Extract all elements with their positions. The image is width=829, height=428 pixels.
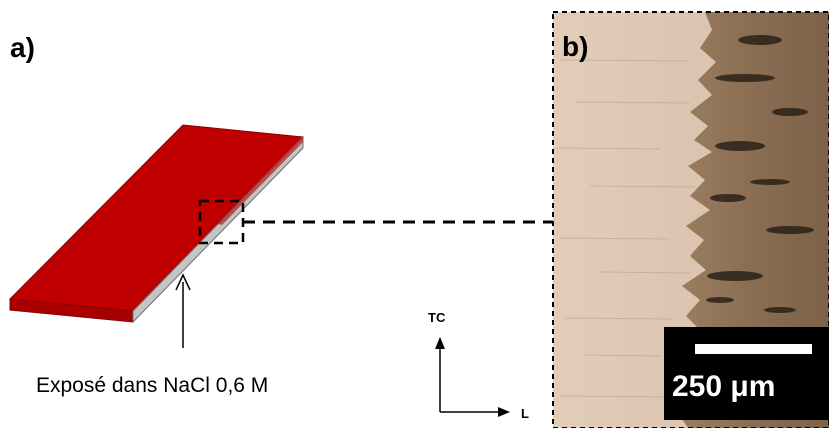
axis-label-tc: TC (428, 310, 446, 325)
panel-a-label: a) (10, 32, 35, 63)
scale-bar-label: 250 μm (672, 370, 775, 403)
specimen-plate (8, 124, 305, 324)
caption-arrow (175, 273, 191, 348)
corroded-region (676, 12, 829, 428)
panel-b-label: b) (562, 31, 588, 62)
micrograph-frame (552, 11, 829, 428)
plate-top-face (8, 124, 305, 312)
axis-horizontal-arrowhead (498, 407, 510, 417)
exposure-caption: Exposé dans NaCl 0,6 M (36, 374, 268, 397)
axis-vertical-arrowhead (435, 337, 445, 349)
orientation-axes (435, 337, 510, 417)
scale-bar-line (695, 344, 812, 354)
scale-bar: 250 μm (664, 327, 829, 420)
metal-streaks (555, 59, 696, 398)
corrosion-pits (706, 35, 814, 313)
plate-side-top (218, 137, 303, 225)
axis-label-l: L (521, 406, 529, 421)
scale-bar-box (664, 327, 829, 420)
